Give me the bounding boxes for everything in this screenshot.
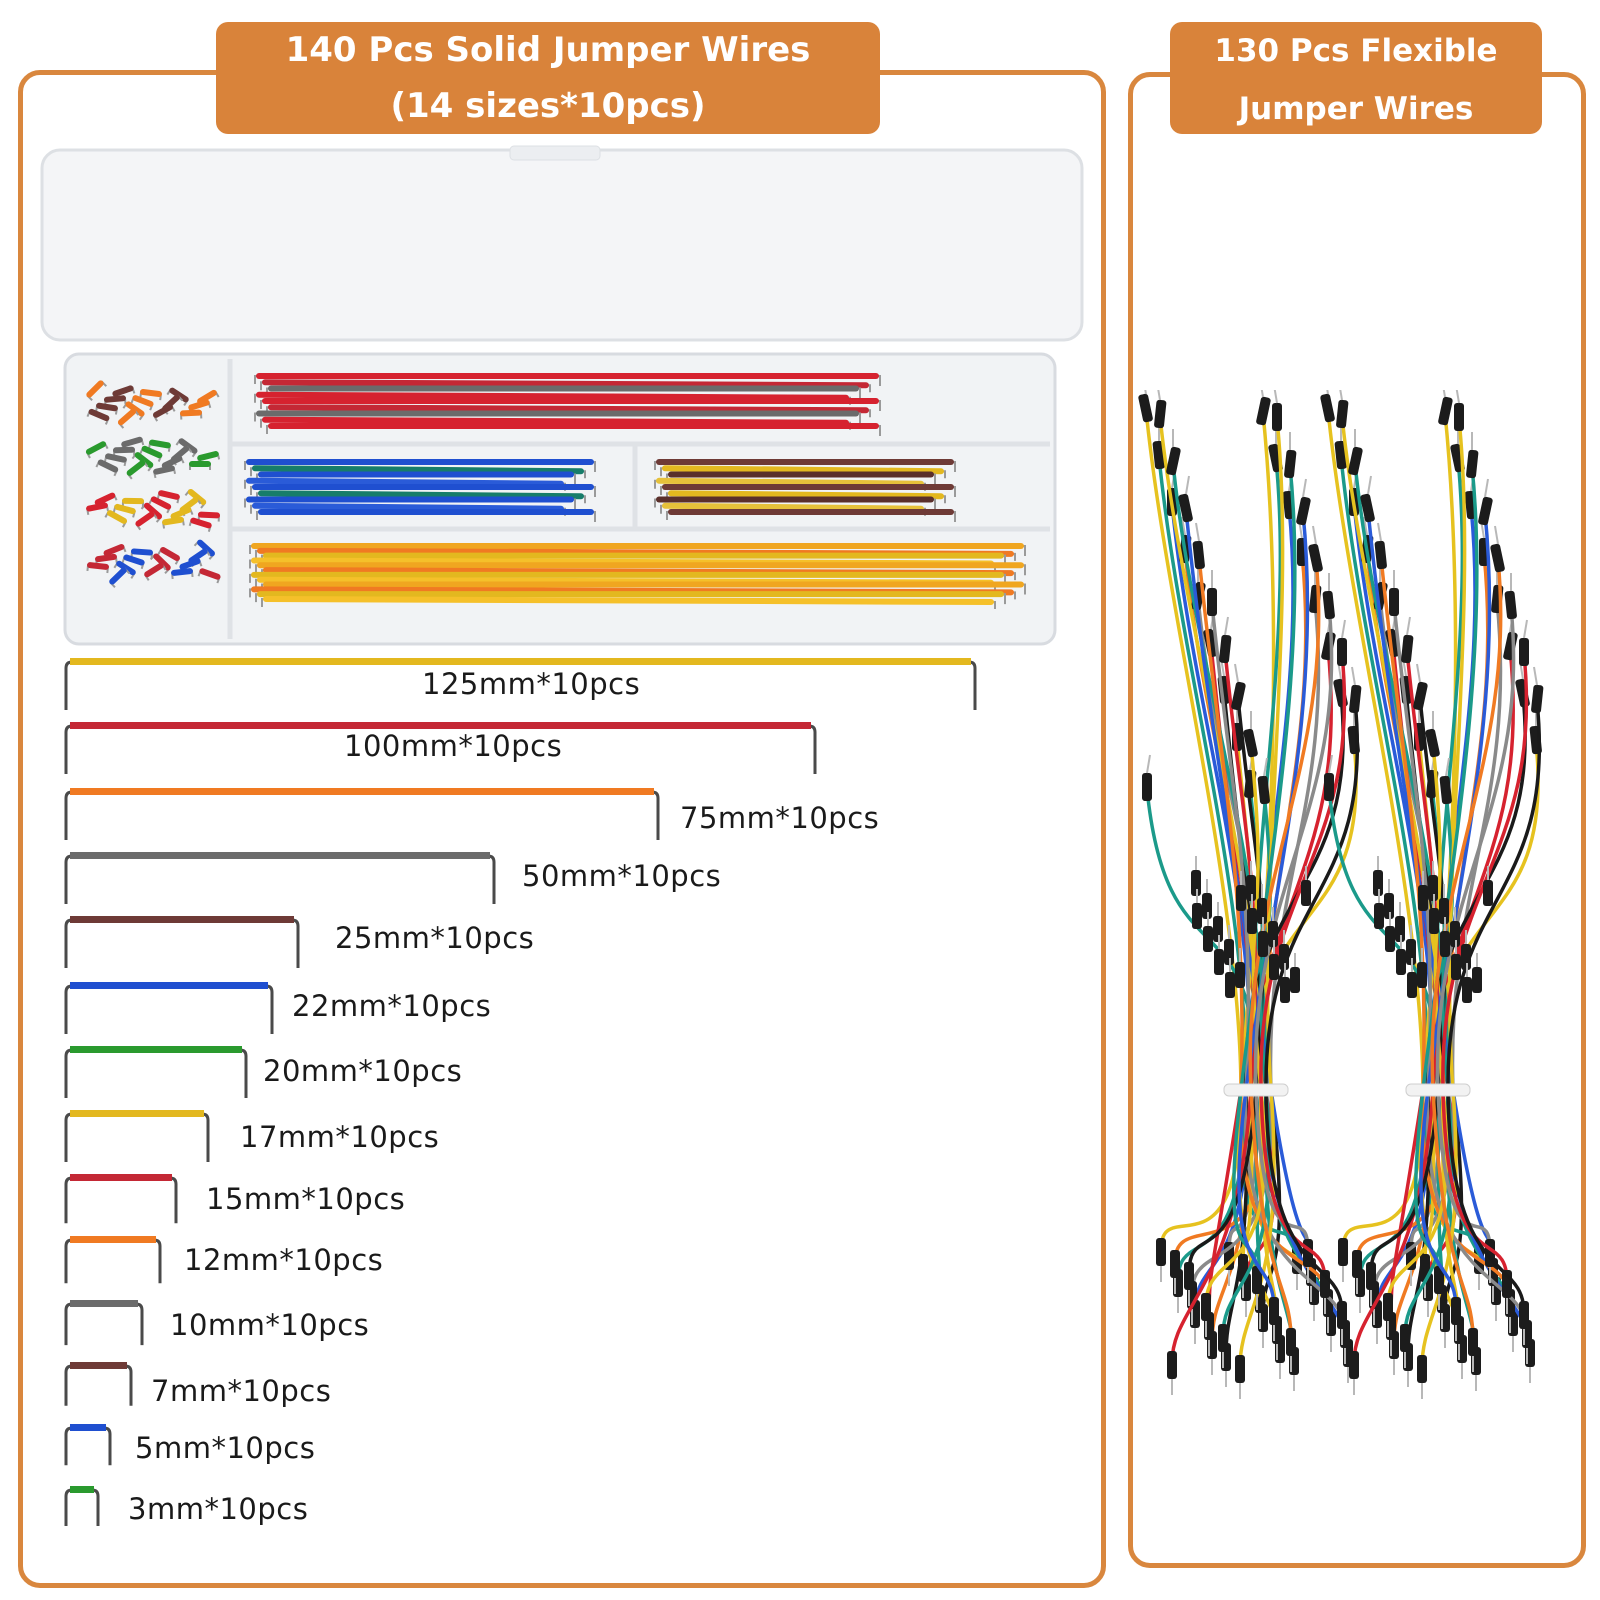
wire-size-label: 25mm*10pcs: [335, 921, 535, 955]
storage-box-image: [40, 145, 1084, 646]
wire-size-label: 100mm*10pcs: [344, 729, 563, 763]
solid-wires-title-line2: (14 sizes*10pcs): [390, 86, 706, 126]
wire-size-label: 17mm*10pcs: [240, 1120, 440, 1154]
wire-size-label: 12mm*10pcs: [184, 1243, 384, 1277]
flexible-wires-title-line1: 130 Pcs Flexible: [1214, 33, 1498, 69]
wire-size-label: 20mm*10pcs: [263, 1054, 463, 1088]
boxed-wires-illustration: [85, 373, 1026, 609]
flexible-wires-image: [1138, 390, 1544, 1399]
wire-size-label: 50mm*10pcs: [522, 859, 722, 893]
wire-size-label: 75mm*10pcs: [680, 801, 880, 835]
wire-size-label: 125mm*10pcs: [422, 667, 641, 701]
wire-size-label: 7mm*10pcs: [151, 1374, 332, 1408]
wire-size-label: 10mm*10pcs: [170, 1308, 370, 1342]
wire-size-label: 5mm*10pcs: [135, 1431, 316, 1465]
solid-wires-title-line1: 140 Pcs Solid Jumper Wires: [285, 30, 811, 70]
solid-wires-title: 140 Pcs Solid Jumper Wires (14 sizes*10p…: [216, 22, 880, 134]
flexible-wire-bundles: [1138, 390, 1544, 1399]
wire-size-label: 22mm*10pcs: [292, 989, 492, 1023]
wire-size-label: 3mm*10pcs: [128, 1492, 309, 1526]
flexible-wires-title: 130 Pcs Flexible Jumper Wires: [1170, 22, 1542, 134]
wire-size-label: 15mm*10pcs: [206, 1182, 406, 1216]
flexible-wires-title-line2: Jumper Wires: [1238, 91, 1474, 127]
